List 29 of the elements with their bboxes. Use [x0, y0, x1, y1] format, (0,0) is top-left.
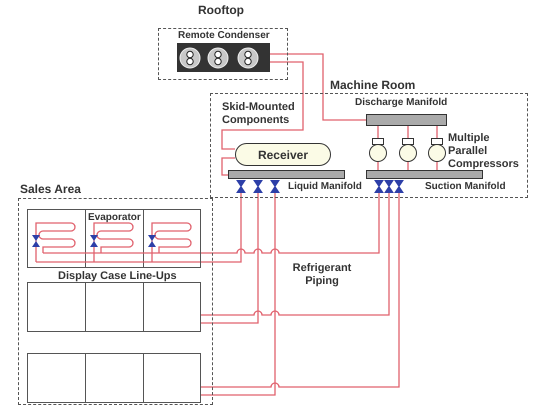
- refrigerant-pipe: [221, 61, 304, 150]
- area-title: Sales Area: [20, 182, 81, 196]
- refrigerant-pipe: [436, 126, 438, 138]
- refrigerant-pipe: [201, 193, 242, 263]
- refrigerant-pipe: [407, 126, 409, 138]
- area-title: Rooftop: [198, 3, 244, 17]
- display-case-lineup: [27, 353, 201, 403]
- evaporator-label: Evaporator: [88, 212, 141, 224]
- refrigerant-pipe: [201, 193, 390, 316]
- manifold-label: Liquid Manifold: [288, 181, 362, 193]
- refrigerant-pipe: [270, 53, 366, 121]
- refrigerant-pipe: [221, 157, 235, 176]
- group-label: Skid-Mounted Components: [222, 101, 296, 127]
- receiver-label: Receiver: [256, 148, 310, 162]
- refrigerant-pipe: [201, 193, 400, 388]
- refrigerant-pipe: [201, 193, 276, 396]
- group-label: Display Case Line-Ups: [58, 270, 178, 283]
- refrigerant-pipe: [201, 193, 259, 324]
- refrigerant-pipe: [377, 126, 379, 138]
- piping-label: Refrigerant Piping: [292, 262, 352, 288]
- refrigerant-pipe: [201, 193, 380, 254]
- receiver-tank: [235, 143, 331, 166]
- manifold-label: Suction Manifold: [425, 181, 506, 193]
- area-title: Machine Room: [330, 78, 416, 92]
- display-case-lineup: [27, 282, 201, 332]
- display-case-lineup: [27, 209, 201, 268]
- condenser-label: Remote Condenser: [178, 30, 270, 42]
- compressor-note: Multiple Parallel Compressors: [448, 132, 520, 171]
- manifold-label: Discharge Manifold: [355, 97, 448, 109]
